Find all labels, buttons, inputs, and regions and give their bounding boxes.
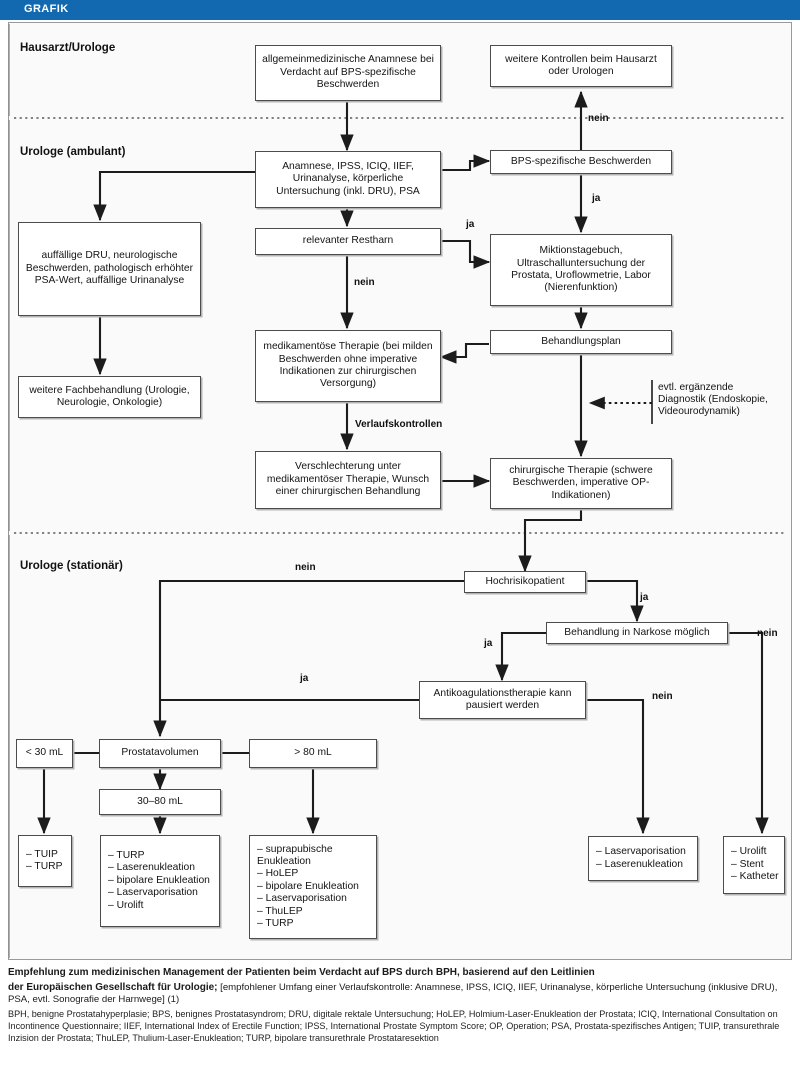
node-anamnese-ipss[interactable]: Anamnese, IPSS, ICIQ, IIEF, Urinanalyse,… (255, 151, 441, 208)
header-bar (0, 0, 800, 20)
caption-lead-line1: Empfehlung zum medizinischen Management … (8, 967, 595, 978)
edge-label-nein-narkose: nein (757, 628, 778, 639)
node-fachbehandlung-label: weitere Fachbehandlung (Urologie, Neurol… (29, 384, 190, 408)
node-weitere-kontrollen-label: weitere Kontrollen beim Hausarzt oder Ur… (505, 53, 657, 77)
node-medikamentoese-therapie[interactable]: medikamentöse Therapie (bei milden Besch… (255, 330, 441, 402)
node-options-gt80[interactable]: – suprapubische Enukleation – HoLEP – bi… (249, 835, 377, 939)
node-volume-30-80[interactable]: 30–80 mL (99, 789, 221, 815)
edge-label-verlaufskontrollen: Verlaufskontrollen (355, 419, 443, 430)
lane-label-stationaer: Urologe (stationär) (20, 560, 123, 572)
caption-lead-rest: [empfohlener Umfang einer Verlaufskontro… (8, 981, 778, 1006)
edge-label-ja-hochrisiko: ja (640, 592, 649, 603)
node-narkose-moeglich[interactable]: Behandlung in Narkose möglich (546, 622, 728, 644)
node-hochrisikopatient-label: Hochrisikopatient (485, 575, 565, 587)
node-hochrisikopatient[interactable]: Hochrisikopatient (464, 571, 586, 593)
node-bps-beschwerden[interactable]: BPS-spezifische Beschwerden (490, 150, 672, 174)
node-weitere-kontrollen[interactable]: weitere Kontrollen beim Hausarzt oder Ur… (490, 45, 672, 87)
node-verschlechterung-label: Verschlechterung unter medikamentöser Th… (266, 461, 430, 498)
node-verschlechterung[interactable]: Verschlechterung unter medikamentöser Th… (255, 451, 441, 509)
node-antikoagulationstherapie[interactable]: Antikoagulationstherapie kann pausiert w… (419, 681, 586, 719)
flowchart-connectors (8, 24, 786, 958)
figure-caption: Empfehlung zum medizinischen Management … (8, 966, 796, 1046)
node-options-lt30-label: – TUIP – TURP (26, 848, 63, 872)
node-chirurgische-therapie[interactable]: chirurgische Therapie (schwere Beschwerd… (490, 458, 672, 509)
node-medikamentoese-therapie-label: medikamentöse Therapie (bei milden Besch… (263, 341, 433, 390)
node-auffaellige-dru[interactable]: auffällige DRU, neurologische Beschwerde… (18, 222, 201, 316)
node-options-gt80-label: – suprapubische Enukleation – HoLEP – bi… (257, 843, 359, 930)
lane-label-hausarzt: Hausarzt/Urologe (20, 42, 116, 54)
node-volume-lt30[interactable]: < 30 mL (16, 739, 73, 768)
edge-label-nein-hochrisiko: nein (295, 562, 316, 573)
header-title: GRAFIK (24, 3, 69, 15)
node-prostatavolumen-label: Prostatavolumen (121, 747, 199, 759)
annotation-ergaenzende-diagnostik-line3: Videourodynamik) (658, 406, 740, 418)
node-options-urolift-label: – Urolift – Stent – Katheter (731, 846, 779, 883)
node-volume-gt80-label: > 80 mL (294, 747, 332, 759)
node-miktionstagebuch-label: Miktionstagebuch, Ultraschalluntersuchun… (511, 245, 651, 294)
node-anamnese-allgemein[interactable]: allgemeinmedizinische Anamnese bei Verda… (255, 45, 441, 101)
node-options-lt30[interactable]: – TUIP – TURP (18, 835, 72, 887)
edge-label-ja-bps: ja (592, 193, 601, 204)
annotation-ergaenzende-diagnostik: evtl. ergänzende Diagnostik (Endoskopie,… (658, 382, 768, 419)
edge-label-ja-narkose: ja (484, 638, 493, 649)
node-volume-lt30-label: < 30 mL (25, 747, 64, 759)
node-restharn[interactable]: relevanter Restharn (255, 228, 441, 255)
node-prostatavolumen[interactable]: Prostatavolumen (99, 739, 221, 768)
node-auffaellige-dru-label: auffällige DRU, neurologische Beschwerde… (25, 250, 194, 287)
node-behandlungsplan-label: Behandlungsplan (541, 335, 621, 347)
edge-label-ja-antikoag: ja (300, 673, 309, 684)
node-options-laser[interactable]: – Laservaporisation – Laserenukleation (588, 836, 698, 881)
edge-label-nein-restharn: nein (354, 277, 375, 288)
node-behandlungsplan[interactable]: Behandlungsplan (490, 330, 672, 354)
node-options-laser-label: – Laservaporisation – Laserenukleation (596, 846, 686, 870)
node-options-30-80[interactable]: – TURP – Laserenukleation – bipolare Enu… (100, 835, 220, 927)
node-volume-gt80[interactable]: > 80 mL (249, 739, 377, 768)
node-volume-30-80-label: 30–80 mL (137, 795, 183, 807)
node-bps-beschwerden-label: BPS-spezifische Beschwerden (510, 155, 652, 167)
node-restharn-label: relevanter Restharn (302, 235, 394, 247)
lane-label-ambulant: Urologe (ambulant) (20, 146, 126, 158)
annotation-ergaenzende-diagnostik-line1: evtl. ergänzende (658, 382, 734, 393)
node-fachbehandlung[interactable]: weitere Fachbehandlung (Urologie, Neurol… (18, 376, 201, 418)
node-chirurgische-therapie-label: chirurgische Therapie (schwere Beschwerd… (509, 464, 653, 501)
annotation-ergaenzende-diagnostik-line2: Diagnostik (Endoskopie, (658, 394, 768, 406)
edge-label-nein-kontrollen: nein (588, 113, 609, 124)
edge-label-nein-antikoag: nein (652, 691, 673, 702)
node-options-30-80-label: – TURP – Laserenukleation – bipolare Enu… (108, 849, 210, 911)
node-miktionstagebuch[interactable]: Miktionstagebuch, Ultraschalluntersuchun… (490, 234, 672, 306)
node-options-urolift[interactable]: – Urolift – Stent – Katheter (723, 836, 785, 894)
caption-lead-line2: der Europäischen Gesellschaft für Urolog… (8, 981, 218, 993)
node-narkose-moeglich-label: Behandlung in Narkose möglich (564, 626, 710, 638)
caption-abbreviations: BPH, benigne Prostatahyperplasie; BPS, b… (8, 1008, 780, 1044)
node-anamnese-ipss-label: Anamnese, IPSS, ICIQ, IIEF, Urinanalyse,… (276, 160, 420, 197)
node-antikoagulationstherapie-label: Antikoagulationstherapie kann pausiert w… (433, 687, 572, 711)
edge-label-ja-restharn: ja (466, 219, 475, 230)
node-anamnese-allgemein-label: allgemeinmedizinische Anamnese bei Verda… (262, 54, 434, 91)
